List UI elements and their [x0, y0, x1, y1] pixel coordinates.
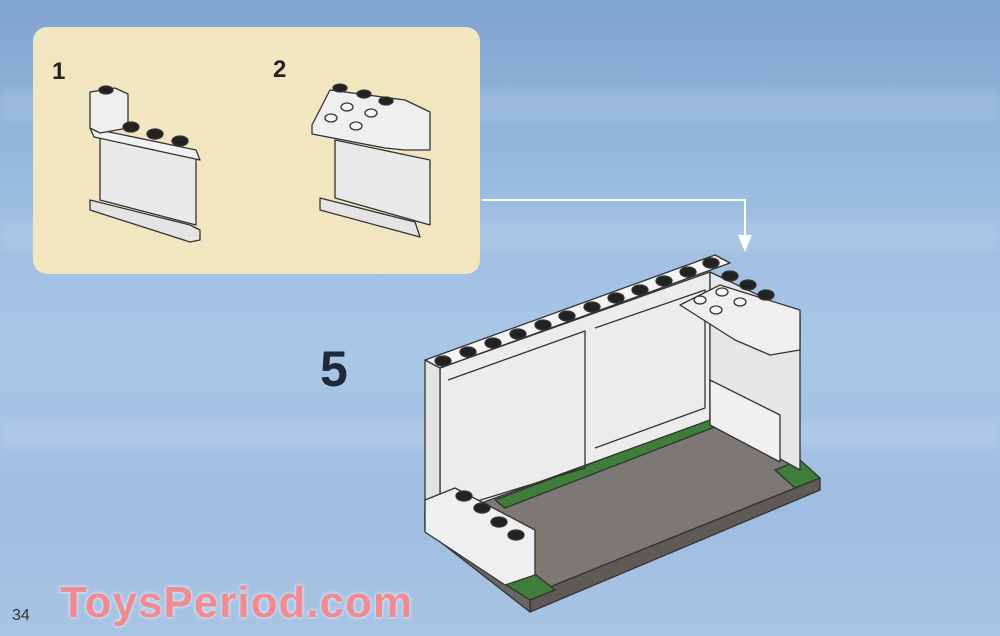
main-step-model: [424, 254, 821, 613]
main-step-number: 5: [320, 341, 348, 397]
watermark: ToysPeriod.com: [60, 578, 414, 627]
arrow-head: [738, 235, 752, 252]
page-number: 34: [12, 607, 30, 624]
sub-step-2-model: [311, 83, 431, 238]
sub-step-number-1: 1: [52, 58, 66, 85]
sub-step-number-2: 2: [273, 56, 287, 83]
sub-step-1-model: [89, 85, 201, 243]
callout-arrow: [482, 199, 746, 240]
